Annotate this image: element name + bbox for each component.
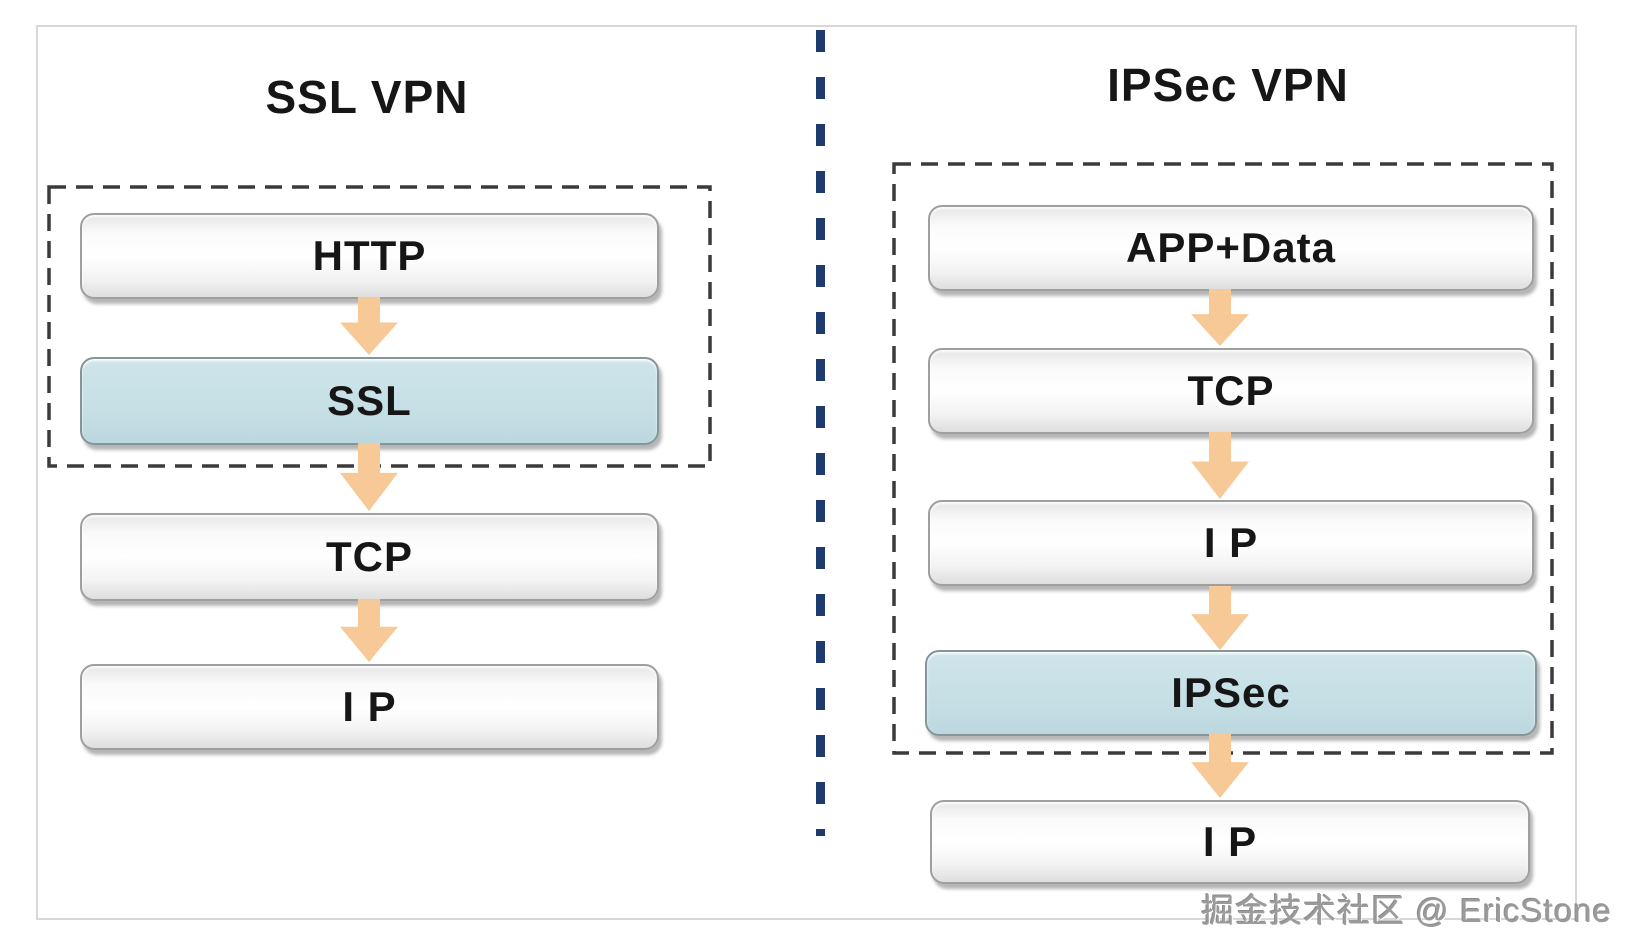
layer-label: APP+Data	[1126, 224, 1336, 271]
ssl-vpn-column-title: SSL VPN	[265, 71, 469, 123]
layer-label: HTTP	[312, 232, 427, 279]
diagram-panel	[36, 25, 1577, 920]
ssl-vpn-layer-http: HTTP	[80, 213, 659, 299]
ipsec-vpn-layer-ipsec: IPSec	[925, 650, 1537, 736]
ipsec-vpn-layer-ip-outer: I P	[930, 800, 1530, 884]
layer-label: I P	[1202, 818, 1258, 865]
watermark-text: 掘金技术社区 @ EricStone	[1201, 892, 1612, 929]
ipsec-vpn-layer-ip: I P	[928, 500, 1534, 586]
ipsec-vpn-layer-app-data: APP+Data	[928, 205, 1534, 291]
column-divider-dashed-line	[816, 30, 825, 836]
ipsec-vpn-layer-tcp: TCP	[928, 348, 1534, 434]
ssl-vpn-layer-ssl: SSL	[80, 357, 659, 445]
layer-label: SSL	[327, 377, 412, 424]
ssl-vpn-layer-tcp: TCP	[80, 513, 659, 601]
layer-label: I P	[342, 683, 397, 730]
layer-label: IPSec	[1171, 669, 1291, 716]
ssl-vpn-layer-ip: I P	[80, 664, 659, 750]
layer-label: TCP	[1187, 367, 1275, 414]
layer-label: TCP	[326, 533, 413, 580]
ipsec-vpn-column-title: IPSec VPN	[1107, 59, 1349, 111]
layer-label: I P	[1203, 519, 1259, 566]
